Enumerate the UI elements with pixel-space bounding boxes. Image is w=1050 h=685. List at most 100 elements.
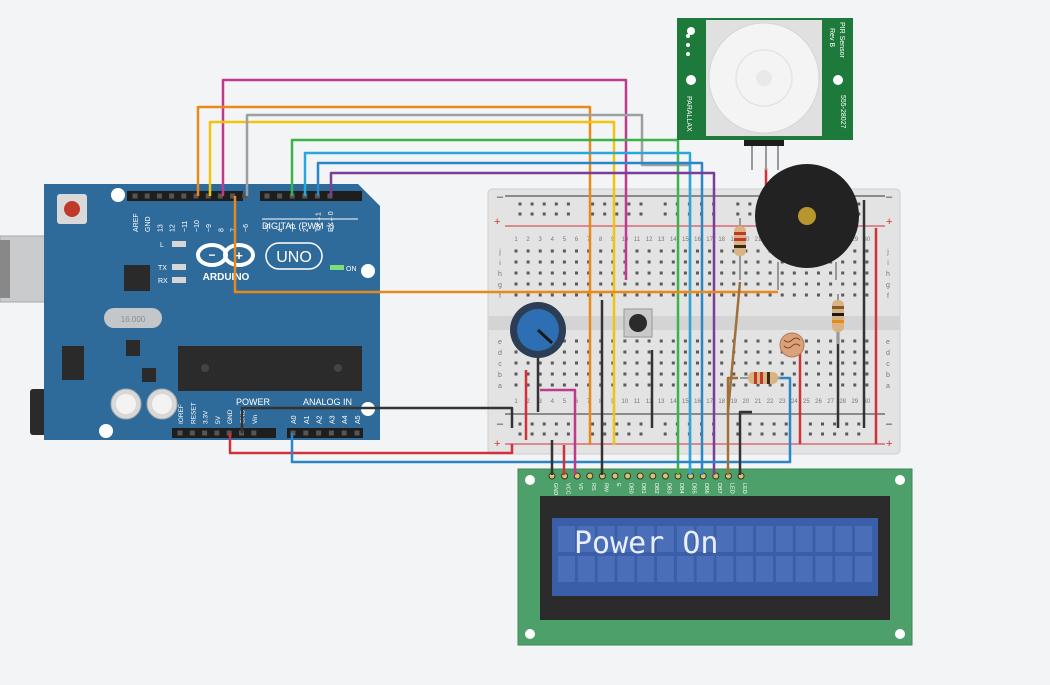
- breadboard-hole[interactable]: [587, 271, 591, 275]
- breadboard-hole[interactable]: [514, 271, 518, 275]
- breadboard-hole[interactable]: [599, 339, 603, 343]
- rail-hole[interactable]: [748, 432, 752, 436]
- breadboard-hole[interactable]: [696, 282, 699, 286]
- breadboard-hole[interactable]: [599, 249, 603, 253]
- breadboard-hole[interactable]: [647, 350, 651, 354]
- wire-green[interactable]: [290, 138, 680, 475]
- breadboard-hole[interactable]: [732, 271, 736, 275]
- breadboard-hole[interactable]: [562, 383, 566, 387]
- rail-hole[interactable]: [530, 422, 534, 426]
- rail-hole[interactable]: [627, 422, 631, 426]
- breadboard-hole[interactable]: [562, 361, 566, 365]
- breadboard-hole[interactable]: [538, 361, 542, 365]
- breadboard-hole[interactable]: [853, 293, 857, 297]
- lcd-pin[interactable]: [611, 472, 619, 480]
- lcd-pin[interactable]: [649, 472, 657, 480]
- rail-hole[interactable]: [615, 422, 619, 426]
- analog-pin[interactable]: [341, 430, 347, 436]
- breadboard-hole[interactable]: [550, 372, 554, 376]
- breadboard-hole[interactable]: [792, 383, 796, 387]
- breadboard-hole[interactable]: [708, 361, 712, 365]
- breadboard-hole[interactable]: [708, 293, 712, 297]
- power-pin[interactable]: [202, 430, 208, 436]
- breadboard-hole[interactable]: [683, 293, 687, 297]
- rail-hole[interactable]: [663, 202, 667, 206]
- breadboard-hole[interactable]: [587, 260, 591, 264]
- breadboard-hole[interactable]: [829, 383, 833, 387]
- breadboard-hole[interactable]: [720, 350, 724, 354]
- digital-pin[interactable]: [205, 193, 211, 199]
- breadboard-hole[interactable]: [659, 361, 663, 365]
- wire-magenta[interactable]: [221, 78, 628, 280]
- breadboard-hole[interactable]: [526, 372, 530, 376]
- breadboard-hole[interactable]: [575, 271, 578, 275]
- breadboard-hole[interactable]: [865, 350, 869, 354]
- rail-hole[interactable]: [760, 422, 764, 426]
- rail-hole[interactable]: [518, 432, 522, 436]
- rail-hole[interactable]: [857, 422, 861, 426]
- breadboard-hole[interactable]: [865, 271, 869, 275]
- breadboard-hole[interactable]: [853, 361, 857, 365]
- breadboard-hole[interactable]: [696, 361, 699, 365]
- breadboard-hole[interactable]: [720, 339, 724, 343]
- rail-hole[interactable]: [808, 422, 812, 426]
- wire-red-5v[interactable]: [228, 433, 514, 455]
- rail-hole[interactable]: [518, 422, 522, 426]
- breadboard-hole[interactable]: [587, 282, 591, 286]
- rail-hole[interactable]: [518, 212, 522, 216]
- breadboard-hole[interactable]: [853, 339, 857, 343]
- breadboard-hole[interactable]: [853, 249, 857, 253]
- analog-pin[interactable]: [303, 430, 309, 436]
- breadboard-hole[interactable]: [562, 260, 566, 264]
- breadboard-hole[interactable]: [768, 271, 772, 275]
- breadboard-hole[interactable]: [575, 383, 578, 387]
- rail-hole[interactable]: [591, 202, 595, 206]
- analog-header[interactable]: [287, 428, 363, 438]
- breadboard-hole[interactable]: [744, 293, 748, 297]
- rail-hole[interactable]: [554, 422, 558, 426]
- breadboard-hole[interactable]: [671, 339, 675, 343]
- breadboard-hole[interactable]: [526, 260, 530, 264]
- breadboard-hole[interactable]: [865, 372, 869, 376]
- rail-hole[interactable]: [627, 432, 631, 436]
- breadboard-hole[interactable]: [696, 260, 699, 264]
- breadboard-hole[interactable]: [744, 282, 748, 286]
- rail-hole[interactable]: [772, 422, 776, 426]
- rail-hole[interactable]: [615, 432, 619, 436]
- rail-hole[interactable]: [639, 422, 643, 426]
- rail-hole[interactable]: [784, 432, 788, 436]
- lcd-pin[interactable]: [624, 472, 632, 480]
- breadboard-hole[interactable]: [865, 249, 869, 253]
- breadboard-hole[interactable]: [647, 282, 651, 286]
- breadboard-hole[interactable]: [671, 383, 675, 387]
- breadboard-hole[interactable]: [708, 282, 712, 286]
- breadboard-hole[interactable]: [587, 293, 591, 297]
- breadboard-hole[interactable]: [623, 282, 627, 286]
- breadboard-hole[interactable]: [817, 372, 820, 376]
- breadboard-hole[interactable]: [744, 271, 748, 275]
- power-pin[interactable]: [177, 430, 183, 436]
- breadboard-hole[interactable]: [671, 361, 675, 365]
- lcd-pin[interactable]: [586, 472, 594, 480]
- digital-pin[interactable]: [144, 193, 150, 199]
- breadboard-hole[interactable]: [575, 260, 578, 264]
- breadboard-hole[interactable]: [841, 350, 845, 354]
- breadboard-hole[interactable]: [659, 282, 663, 286]
- breadboard-hole[interactable]: [865, 260, 869, 264]
- rail-hole[interactable]: [554, 432, 558, 436]
- breadboard-hole[interactable]: [538, 293, 542, 297]
- breadboard-hole[interactable]: [829, 271, 833, 275]
- rail-hole[interactable]: [784, 422, 788, 426]
- breadboard-hole[interactable]: [732, 282, 736, 286]
- rail-hole[interactable]: [542, 422, 546, 426]
- breadboard-hole[interactable]: [829, 350, 833, 354]
- rail-hole[interactable]: [663, 422, 667, 426]
- breadboard-hole[interactable]: [683, 383, 687, 387]
- rail-hole[interactable]: [603, 212, 607, 216]
- breadboard-hole[interactable]: [538, 372, 542, 376]
- wire-blue[interactable]: [316, 161, 704, 475]
- breadboard-hole[interactable]: [853, 271, 857, 275]
- breadboard-hole[interactable]: [550, 249, 554, 253]
- breadboard-hole[interactable]: [865, 293, 869, 297]
